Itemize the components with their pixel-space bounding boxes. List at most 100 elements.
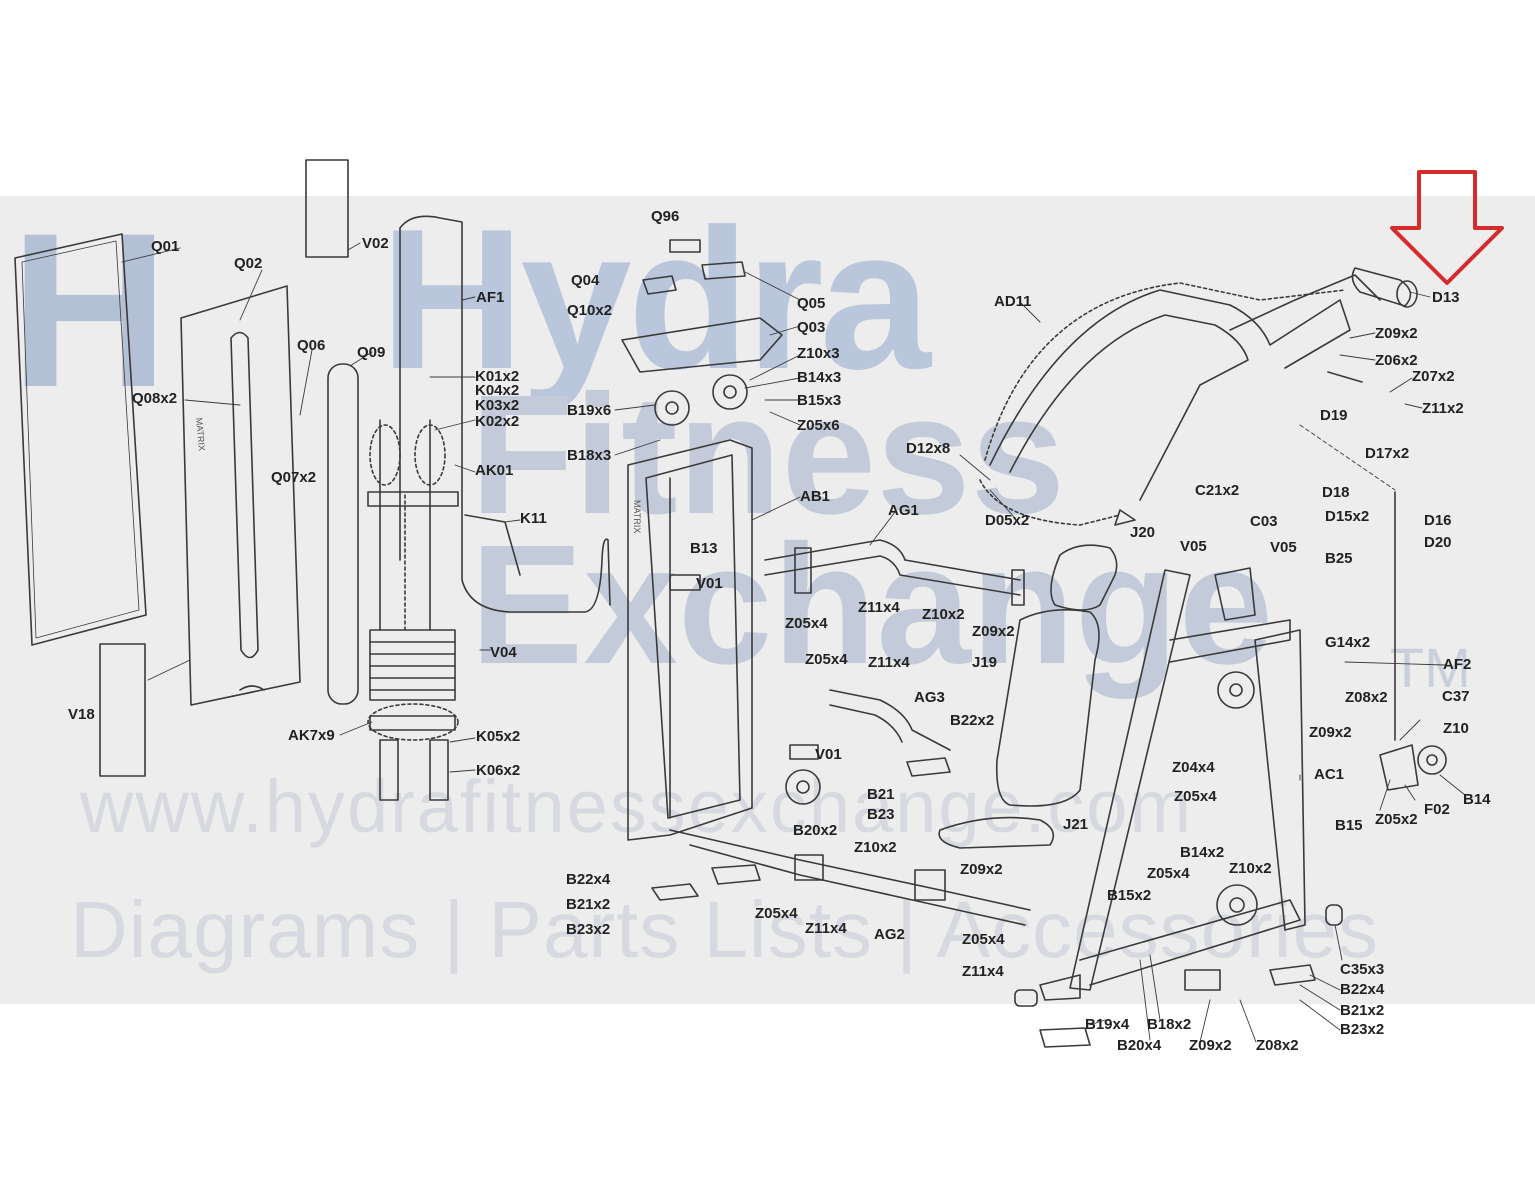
part-label: V01: [696, 575, 723, 592]
part-label: V04: [490, 644, 517, 661]
part-label: F02: [1424, 801, 1450, 818]
part-label: C03: [1250, 513, 1278, 530]
part-label: Z11x4: [868, 654, 910, 671]
part-label: V01: [815, 746, 842, 763]
part-label: Q08x2: [132, 390, 178, 407]
part-label: B23x2: [1340, 1021, 1385, 1038]
feet: [651, 757, 1343, 1048]
part-label: Q03: [797, 319, 826, 336]
part-label: B15x3: [797, 392, 842, 409]
pad-q05: [701, 261, 746, 280]
part-label: AF2: [1443, 656, 1472, 673]
part-label: Z05x4: [1174, 788, 1217, 805]
pad-q04: [642, 275, 677, 295]
part-label: Q96: [651, 208, 680, 225]
part-label: D17x2: [1365, 445, 1410, 462]
part-label: B19x6: [567, 402, 612, 419]
part-label: B21x2: [1340, 1002, 1385, 1019]
part-label: D16: [1424, 512, 1452, 529]
part-label: Z08x2: [1345, 689, 1388, 706]
cable-af1: [399, 215, 611, 613]
part-label: B20x4: [1117, 1037, 1162, 1054]
part-label: K02x2: [475, 413, 520, 430]
part-label: D19: [1320, 407, 1348, 424]
frame-ag2: [669, 829, 1031, 926]
part-label: V05: [1180, 538, 1207, 555]
part-label: B13: [690, 540, 718, 557]
part-label: Z10x2: [854, 839, 897, 856]
part-label: J21: [1063, 816, 1089, 833]
cap-q96: [669, 239, 701, 253]
part-label: Z10: [1443, 720, 1469, 737]
part-label: Z05x4: [805, 651, 848, 668]
watermark-hydra: Hydra: [380, 188, 931, 411]
roller-pad-d13: [1351, 267, 1418, 308]
part-label: B23x2: [566, 921, 611, 938]
watermark-fitness: Fitness: [470, 360, 1066, 550]
bracket-f02: [1379, 744, 1419, 791]
part-label: D12x8: [906, 440, 951, 457]
select-pin-k11: [464, 514, 521, 576]
part-label: AB1: [800, 488, 831, 505]
decal-v18: [99, 643, 146, 777]
part-label: K03x2: [475, 397, 520, 414]
part-label: AC1: [1314, 766, 1345, 783]
part-label: D20: [1424, 534, 1452, 551]
part-label: K04x2: [475, 382, 520, 399]
frame-ag1: [764, 539, 1021, 596]
back-pad-j19: [995, 608, 1100, 807]
part-label: V18: [68, 706, 95, 723]
part-label: B14x2: [1180, 844, 1225, 861]
part-label: AF1: [476, 289, 505, 306]
decal-v02: [305, 159, 349, 258]
part-label: Z08x2: [1256, 1037, 1299, 1054]
part-label: B18x2: [1147, 1016, 1192, 1033]
part-label: D13: [1432, 289, 1460, 306]
part-label: Q09: [357, 344, 386, 361]
part-label: V05: [1270, 539, 1297, 556]
part-label: Z05x4: [755, 905, 798, 922]
console-q03: [621, 317, 783, 373]
part-label: Z06x2: [1375, 352, 1418, 369]
part-label: Z09x2: [1309, 724, 1352, 741]
part-label: B22x2: [950, 712, 995, 729]
part-label: B18x3: [567, 447, 612, 464]
part-label: Z11x4: [805, 920, 847, 937]
seat-pad-j21: [938, 816, 1055, 849]
part-label: Q01: [151, 238, 180, 255]
part-label: B15: [1335, 817, 1363, 834]
part-label: C35x3: [1340, 961, 1385, 978]
leader-lines: [121, 242, 1466, 1043]
part-label: D18: [1322, 484, 1350, 501]
part-label: J20: [1130, 524, 1156, 541]
part-label: B14x3: [797, 369, 842, 386]
part-label: AG2: [874, 926, 905, 943]
part-label: B23: [867, 806, 895, 823]
part-label: Z05x2: [1375, 811, 1418, 828]
part-label: Z11x4: [858, 599, 900, 616]
part-label: K01x2: [475, 368, 520, 385]
decal-v01-lower: [789, 744, 819, 760]
part-label: Q07x2: [271, 469, 317, 486]
part-label: Z05x6: [797, 417, 840, 434]
part-label: Z10x2: [922, 606, 965, 623]
pulleys: [654, 374, 1447, 926]
part-label: D05x2: [985, 512, 1030, 529]
frame-ag3: [829, 689, 951, 751]
part-label: B25: [1325, 550, 1353, 567]
down-arrow-icon: [1390, 170, 1504, 285]
watermark-logo: H: [10, 187, 169, 433]
axle-d19: [1327, 371, 1363, 383]
watermark-exchange: Exchange: [470, 510, 1274, 700]
part-label: Z11x4: [962, 963, 1004, 980]
tower-ab1: [627, 439, 753, 841]
part-label: D15x2: [1325, 508, 1370, 525]
part-label: K06x2: [476, 762, 521, 779]
part-label: B21x2: [566, 896, 611, 913]
part-label: Z10x3: [797, 345, 840, 362]
part-label: Q10x2: [567, 302, 613, 319]
part-label: Z05x4: [962, 931, 1005, 948]
part-label: Z09x2: [960, 861, 1003, 878]
part-label: Z07x2: [1412, 368, 1455, 385]
